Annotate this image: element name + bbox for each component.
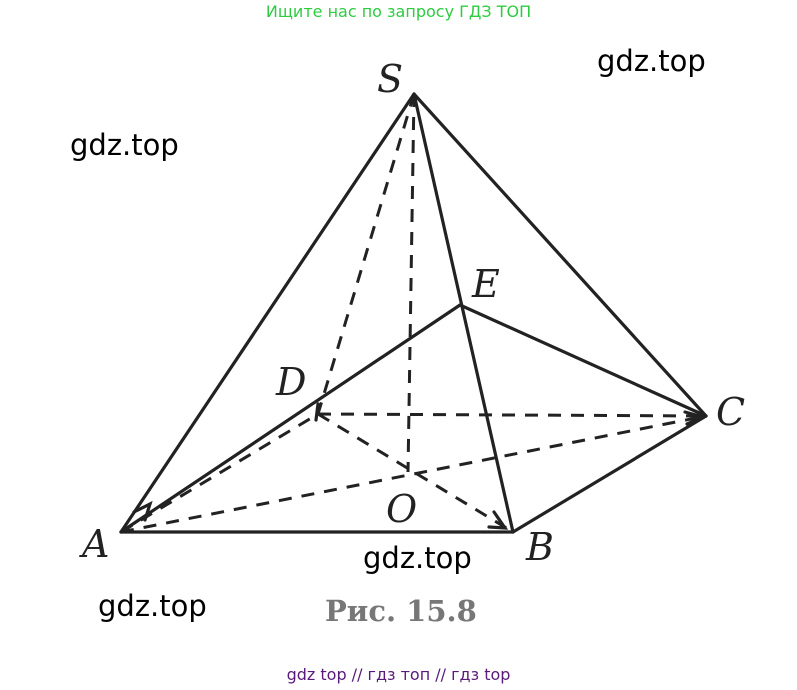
diag-AC (120, 414, 707, 534)
edge-SD (316, 93, 416, 415)
tick-D (314, 402, 320, 422)
diag-DB (317, 412, 514, 534)
watermark: gdz.top (597, 44, 706, 78)
edge-SC (412, 92, 708, 418)
edge-SB (412, 92, 515, 534)
edge-AE (119, 303, 462, 534)
edge-EC (458, 303, 708, 418)
figure-caption: Рис. 15.8 (325, 594, 477, 628)
label-A: A (79, 522, 109, 566)
label-D: D (275, 360, 306, 404)
label-B: B (525, 525, 554, 569)
top-banner: Ищите нас по запросу ГДЗ ТОП (265, 2, 532, 21)
label-C: C (716, 390, 745, 434)
label-E: E (471, 262, 500, 306)
arrow-near-B (487, 510, 509, 530)
arrow-near-A (132, 500, 153, 522)
watermark: gdz.top (98, 589, 207, 623)
edge-AD (120, 412, 319, 534)
edge-SA (119, 92, 416, 534)
edge-BC (511, 414, 708, 534)
edge-DC (317, 412, 707, 418)
footer-banner: gdz top // гдз топ // гдз top (286, 665, 511, 684)
label-O: O (386, 487, 417, 531)
label-S: S (377, 57, 403, 101)
edge-SO (406, 93, 416, 473)
arrow-near-C (683, 410, 708, 426)
watermark: gdz.top (70, 128, 179, 162)
watermark: gdz.top (363, 541, 472, 575)
